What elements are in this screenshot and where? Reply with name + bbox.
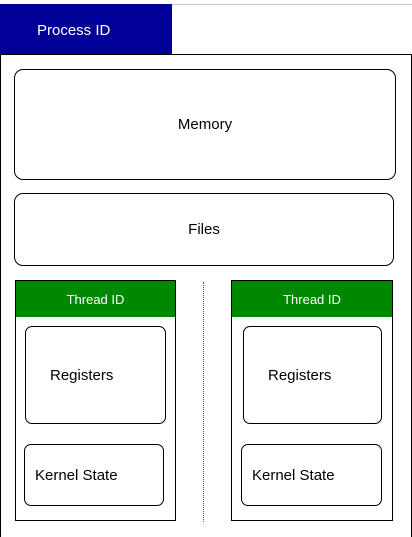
files-label: Files (188, 221, 220, 238)
thread-2-registers-box: Registers (243, 326, 382, 424)
thread-1-kernel-state-box: Kernel State (24, 444, 164, 506)
thread-2: Thread ID Registers Kernel State (231, 280, 393, 521)
top-rule (172, 4, 412, 5)
thread-2-kernel-state-label: Kernel State (252, 466, 335, 484)
thread-2-registers-label: Registers (268, 366, 332, 384)
thread-1-header: Thread ID (16, 281, 175, 317)
memory-label: Memory (177, 116, 233, 133)
thread-1-id-label: Thread ID (66, 291, 125, 307)
thread-2-kernel-state-box: Kernel State (241, 444, 382, 506)
process-id-header: Process ID (0, 4, 172, 54)
thread-1-registers-label: Registers (50, 366, 114, 384)
process-id-label: Process ID (37, 22, 111, 39)
thread-2-header: Thread ID (232, 281, 392, 317)
thread-1: Thread ID Registers Kernel State (15, 280, 176, 521)
memory-box: Memory (14, 69, 396, 180)
thread-1-kernel-state-label: Kernel State (35, 466, 118, 484)
thread-1-registers-box: Registers (25, 326, 166, 424)
thread-divider (203, 282, 204, 522)
files-box: Files (14, 193, 394, 266)
thread-2-id-label: Thread ID (283, 291, 341, 307)
